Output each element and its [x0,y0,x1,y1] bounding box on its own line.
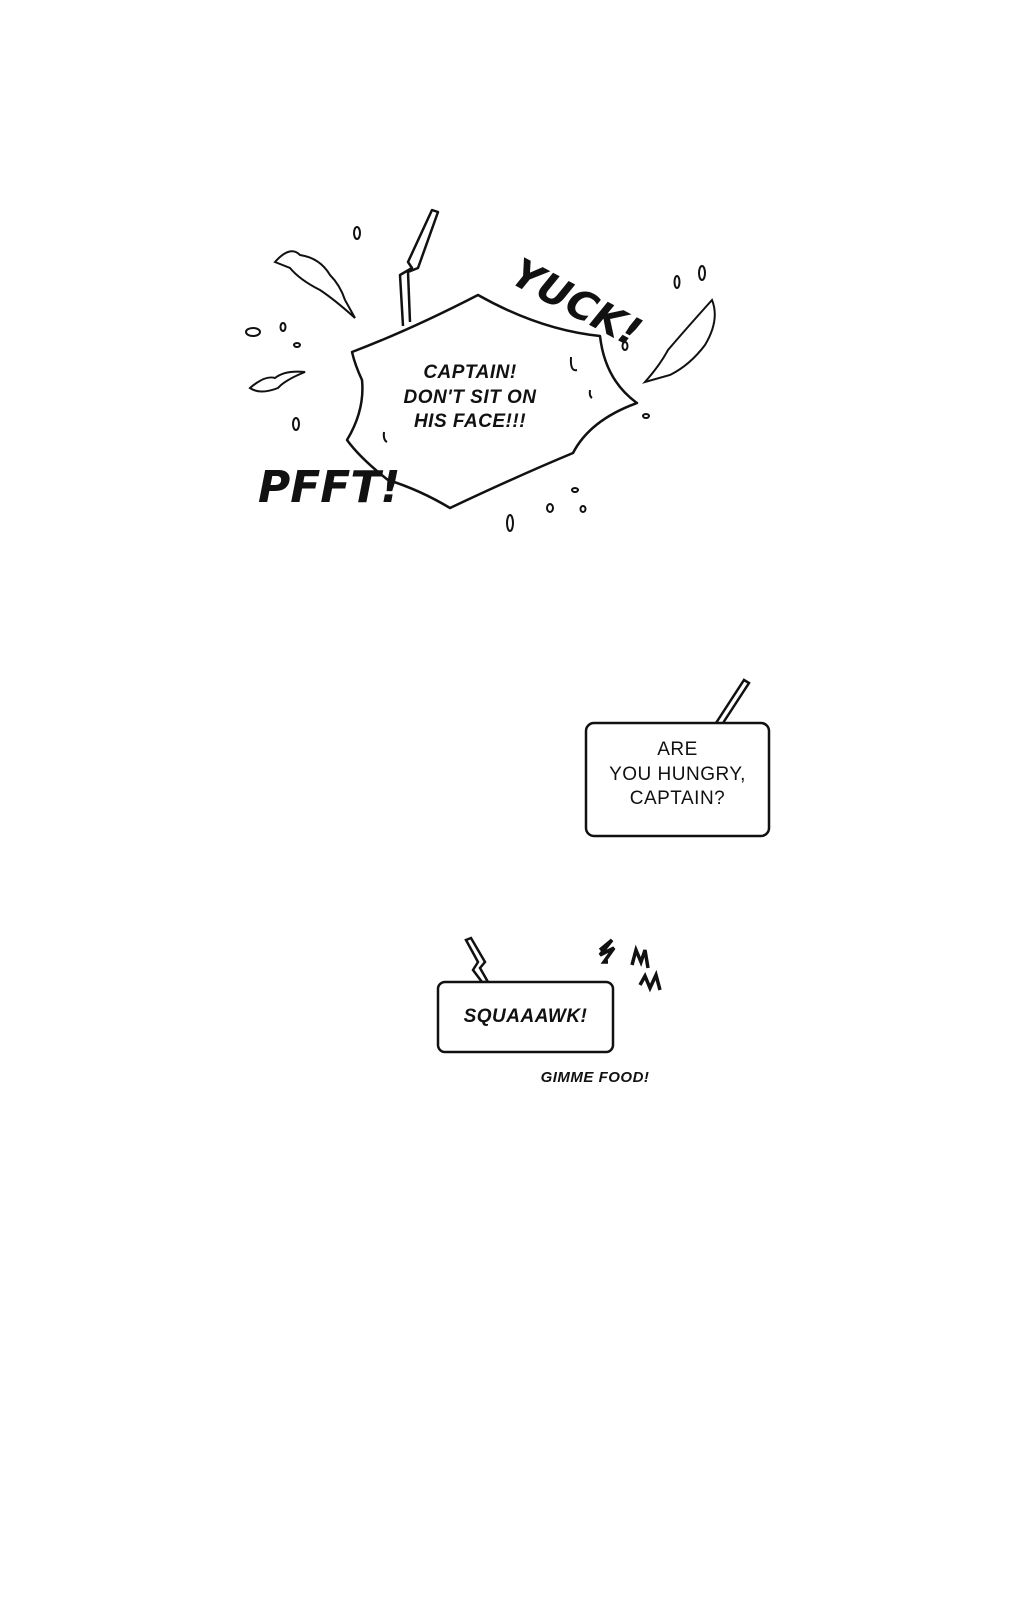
dialogue-line: DON'T SIT ON [403,386,537,408]
caption-gimme-food: GIMME FOOD! [540,1069,650,1086]
speech-box-tail [714,678,751,724]
dialogue-line: CAPTAIN! [423,362,517,383]
dialogue-line: ARE [657,739,698,760]
splash-droplets [245,226,716,532]
sfx-pfft: PFFT! [258,462,401,513]
burst-bubble-text: CAPTAIN! DON'T SIT ON HIS FACE!!! [370,361,570,435]
dialogue-line: YOU HUNGRY, [609,763,746,785]
speech-box-1 [584,721,771,838]
burst-bubble-tail [398,208,440,327]
dialogue-line: CAPTAIN? [629,788,726,810]
speech-box-2-text: SQUAAAWK! [463,1006,588,1027]
speech-box-tail [464,936,491,984]
speech-box-1-text: ARE YOU HUNGRY, CAPTAIN? [586,738,769,812]
dialogue-line: HIS FACE!!! [413,411,527,433]
burst-bubble [345,293,639,510]
squawk-zigzag-marks [598,938,662,993]
speech-box-2 [436,980,615,1054]
